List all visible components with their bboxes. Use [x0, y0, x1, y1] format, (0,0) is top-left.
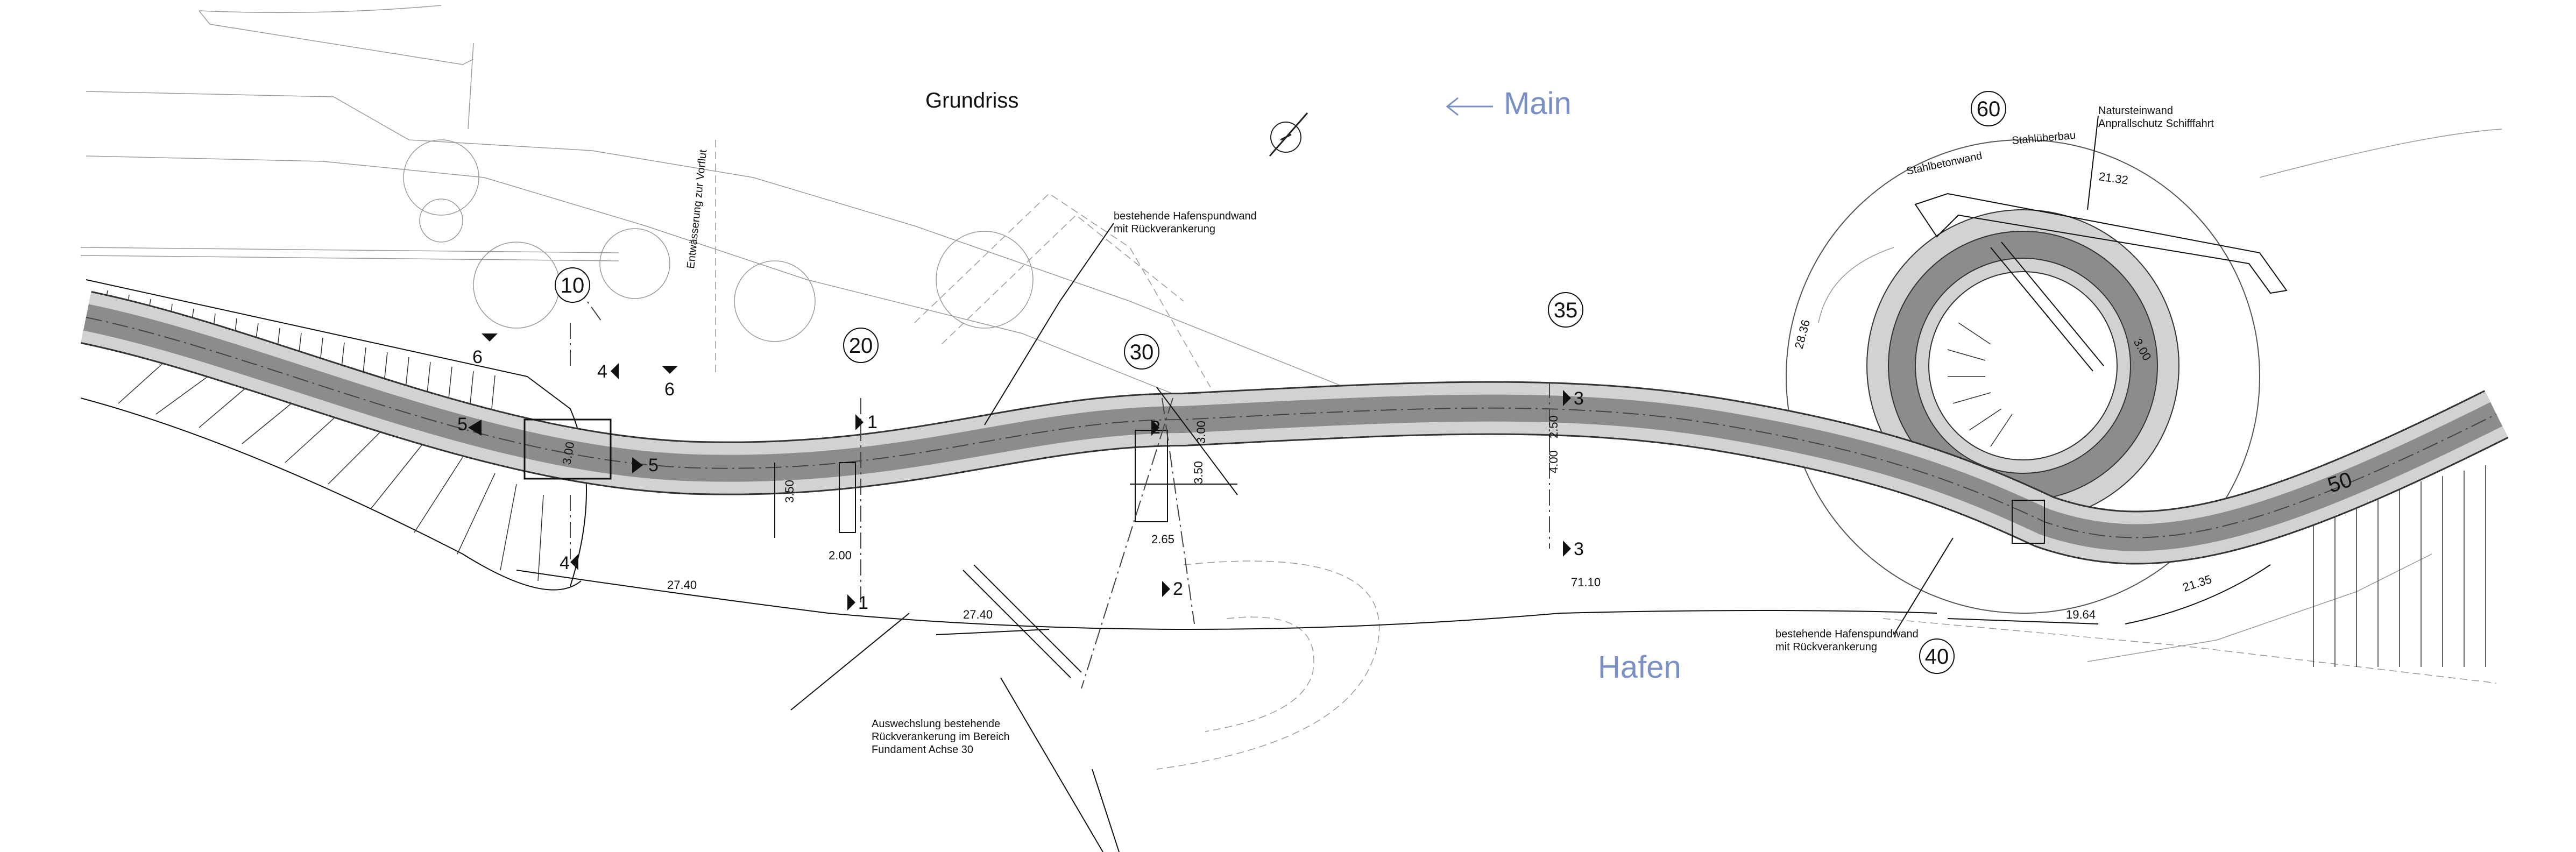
dim-19-64: 19.64: [2066, 608, 2096, 621]
note-natursteinwand-1: Natursteinwand: [2098, 105, 2173, 117]
dim-2-50: 2.50: [1547, 415, 1560, 438]
dim-2-65: 2.65: [1151, 532, 1174, 546]
section-6-right: 6: [664, 379, 675, 400]
axis-marker-40: 40: [1919, 638, 1955, 674]
svg-text:60: 60: [1977, 97, 2001, 121]
svg-text:30: 30: [1130, 340, 1154, 364]
spiral-ramp: [1786, 139, 2288, 614]
dim-27-40-a: 27.40: [667, 578, 697, 592]
dimension-lines: [516, 463, 2271, 635]
note-hafenspundwand-bottom-1: bestehende Hafenspundwand: [1775, 628, 1919, 640]
svg-text:10: 10: [561, 274, 585, 297]
axis-marker-60: 60: [1971, 91, 2006, 126]
dim-3-50-a: 3.50: [783, 480, 796, 503]
axis-marker-10: 10: [555, 267, 590, 303]
north-arrow-icon: [1269, 112, 1308, 157]
note-hafenspundwand-bottom-2: mit Rückverankerung: [1775, 641, 1877, 653]
section-1-top: 1: [867, 412, 877, 432]
section-3-bottom: 3: [1574, 539, 1584, 559]
axis-marker-35: 35: [1548, 292, 1583, 328]
section-5-right: 5: [648, 455, 659, 475]
note-hafenspundwand-top-1: bestehende Hafenspundwand: [1114, 210, 1257, 222]
section-markers: 1 1 2 2 3 3 4 4 5 5 6 6: [457, 333, 1584, 613]
section-3-top: 3: [1574, 388, 1584, 409]
section-6-left: 6: [472, 347, 483, 367]
main-flow-arrow-icon: [1446, 97, 1493, 116]
svg-text:40: 40: [1925, 645, 1949, 669]
section-5-left: 5: [457, 414, 468, 435]
note-auswechslung-1: Auswechslung bestehende: [872, 718, 1000, 730]
note-hafenspundwand-top-2: mit Rückverankerung: [1114, 223, 1215, 235]
section-2-top: 2: [1150, 417, 1160, 438]
note-natursteinwand-2: Anprallschutz Schifffahrt: [2098, 118, 2214, 130]
note-auswechslung-3: Fundament Achse 30: [872, 744, 973, 756]
dim-71-10: 71.10: [1571, 576, 1601, 589]
dim-28-36: 28.36: [1792, 318, 1813, 351]
svg-text:35: 35: [1554, 299, 1578, 322]
existing-terrain-lines: [80, 5, 2502, 409]
dim-3-00-c: 3.00: [1194, 421, 1208, 444]
dim-21-35: 21.35: [2181, 572, 2213, 594]
existing-quay-dashed: [914, 193, 2497, 770]
section-cut-lines: [570, 285, 1550, 852]
label-stahlbetonwand: Stahlbetonwand: [1905, 150, 1983, 178]
axis-marker-20: 20: [843, 328, 879, 363]
axis-marker-30: 30: [1124, 334, 1159, 370]
plan-title: Grundriss: [925, 89, 1018, 112]
label-main: Main: [1504, 86, 1572, 121]
dim-3-50-b: 3.50: [1192, 461, 1205, 484]
leader-lines: [984, 115, 2099, 635]
dim-4-00: 4.00: [1547, 450, 1560, 473]
section-4-top: 4: [597, 361, 607, 382]
dim-27-40-b: 27.40: [963, 608, 993, 621]
section-1-bottom: 1: [858, 593, 868, 613]
svg-text:20: 20: [849, 334, 873, 358]
section-4-bottom: 4: [560, 553, 570, 573]
dim-2-00: 2.00: [829, 549, 852, 562]
bridge-deck: [80, 291, 2509, 565]
note-auswechslung-2: Rückverankerung im Bereich: [872, 731, 1010, 743]
dim-21-32: 21.32: [2098, 169, 2129, 187]
section-2-bottom: 2: [1173, 579, 1183, 599]
dimension-labels: 27.40 27.40 71.10 19.64 21.35 21.32 28.3…: [560, 169, 2213, 621]
label-hafen: Hafen: [1598, 650, 1681, 685]
